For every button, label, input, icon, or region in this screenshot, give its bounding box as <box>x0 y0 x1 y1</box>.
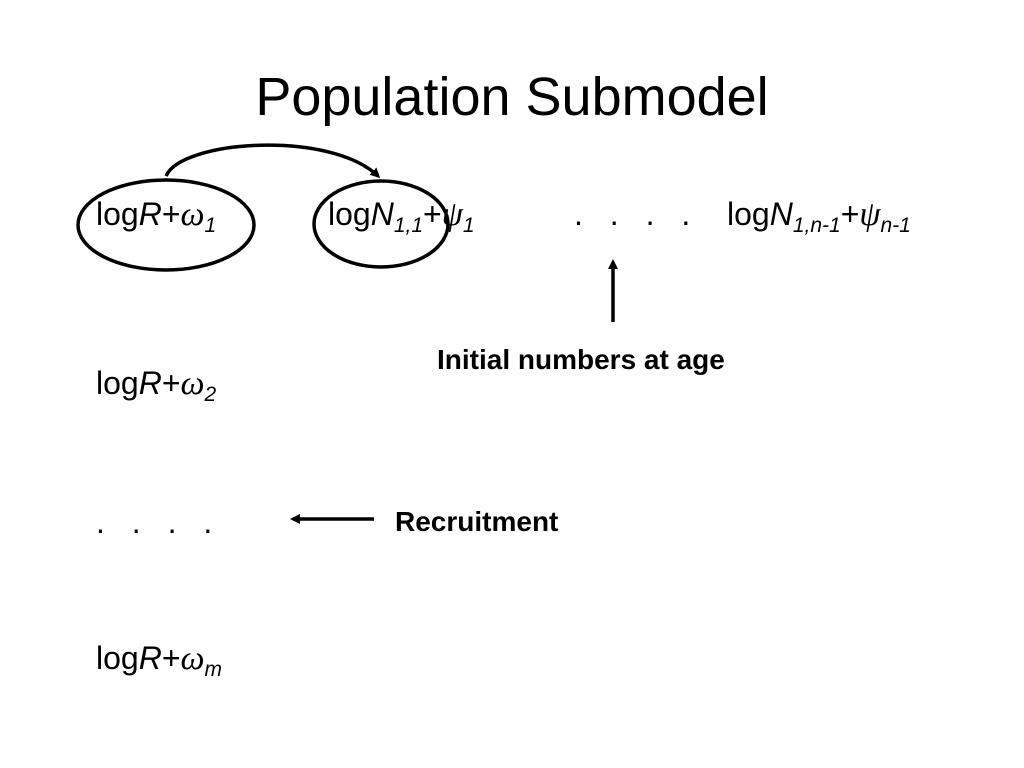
ellipse-initial-first <box>312 179 450 269</box>
row1-ellipsis: . . . . <box>574 196 700 232</box>
column-ellipsis: . . . . <box>96 504 222 540</box>
ellipse-recruitment-first <box>76 178 256 272</box>
initial-numbers-label: Initial numbers at age <box>437 344 725 375</box>
expr-log-n-1-n-1-psi-n-1: logN1,n-1+ψn-1 <box>727 196 911 237</box>
expr-log-r-omega-2: logR+ω2 <box>96 365 217 406</box>
slide-title: Population Submodel <box>255 67 769 127</box>
expr-log-r-omega-m: logR+ωm <box>96 640 223 681</box>
curved-arrow <box>164 143 381 179</box>
recruitment-label: Recruitment <box>395 506 559 537</box>
expr-log-r-omega-1: logR+ω1 <box>96 196 217 237</box>
